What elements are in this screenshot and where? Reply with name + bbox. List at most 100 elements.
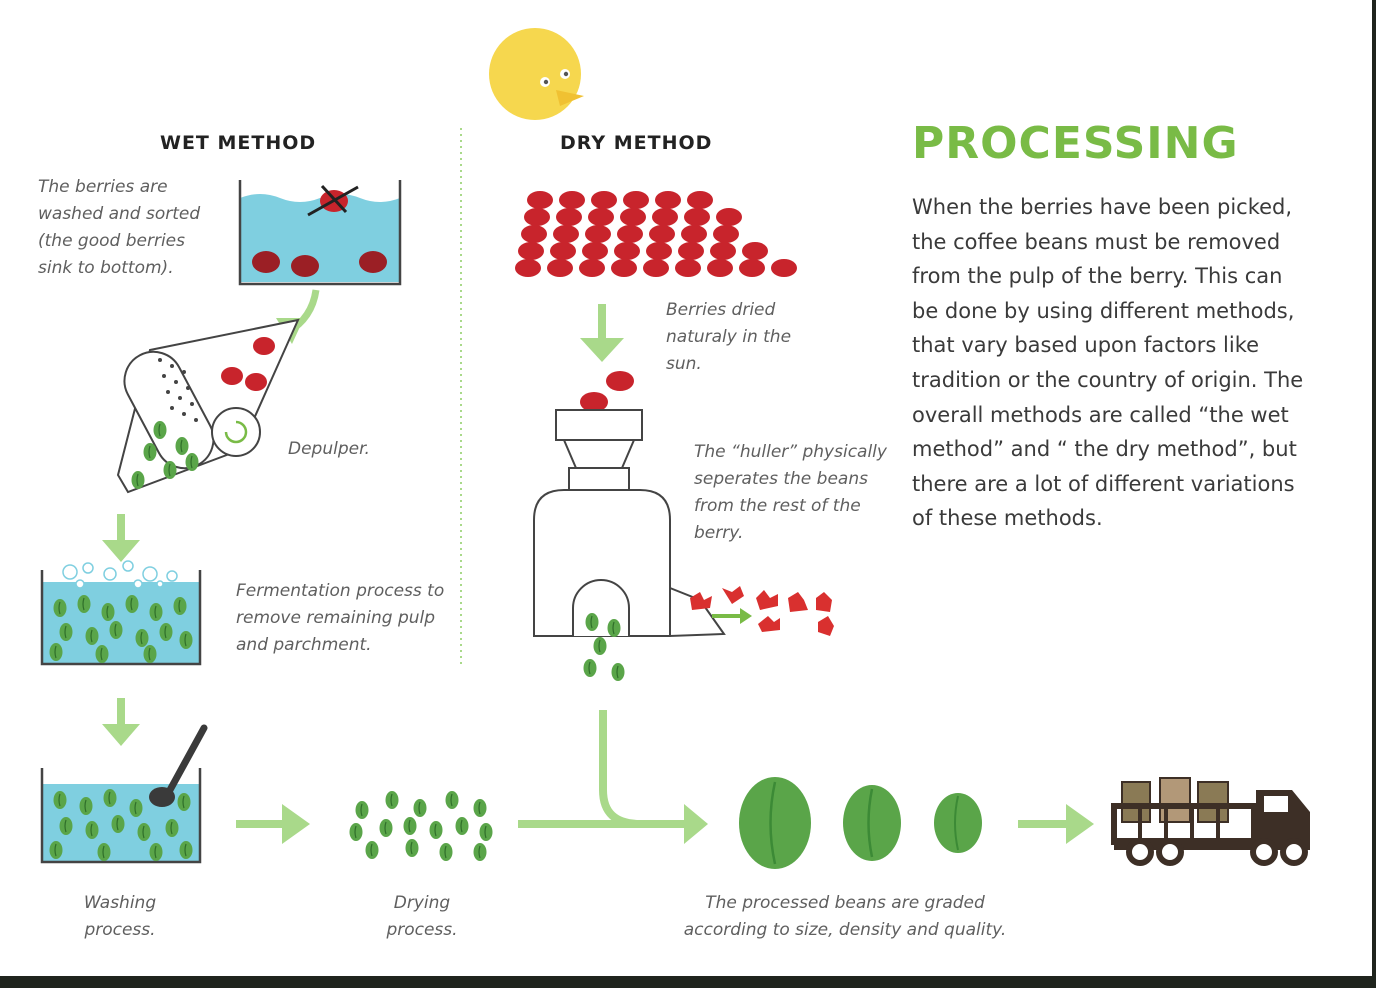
berry-icon <box>527 191 553 209</box>
arrow-icon <box>236 804 310 844</box>
arrow-icon <box>102 698 140 746</box>
huller-note-line: seperates the beans <box>694 469 868 489</box>
arrow-icon <box>518 710 708 844</box>
sun-icon <box>489 28 584 120</box>
berry-icon <box>585 225 611 243</box>
processing-description-line: there are a lot of different variations <box>912 471 1295 496</box>
fermentation-note-line: remove remaining pulp <box>236 608 436 628</box>
berry-icon <box>643 259 669 277</box>
fermentation-tank-icon <box>40 560 202 666</box>
depulper-note: Depulper. <box>288 436 370 463</box>
drying-note-line: process. <box>386 920 458 940</box>
berry-icon <box>742 242 768 260</box>
berry-icon <box>606 371 634 391</box>
processing-description-line: from the pulp of the berry. This can <box>912 264 1283 289</box>
berry-icon <box>713 225 739 243</box>
huller-note-line: berry. <box>694 523 744 543</box>
processing-description-line: that vary based upon factors like <box>912 333 1260 358</box>
berry-icon <box>524 208 550 226</box>
berry-icon <box>614 242 640 260</box>
processing-description-line: of these methods. <box>912 506 1103 531</box>
drying-note: Drying process. <box>362 890 482 944</box>
processing-description-line: be done by using different methods, <box>912 298 1295 323</box>
graded-note-line: The processed beans are graded <box>705 893 985 913</box>
depulper-icon <box>116 318 300 494</box>
berry-icon <box>739 259 765 277</box>
berry-icon <box>678 242 704 260</box>
berry-icon <box>582 242 608 260</box>
husk-icon <box>690 586 834 636</box>
berry-icon <box>716 208 742 226</box>
dry-method-heading: DRY METHOD <box>560 132 713 154</box>
arrow-icon <box>1018 804 1094 844</box>
sorting-tank-icon <box>238 180 402 286</box>
fermentation-note-line: Fermentation process to <box>236 581 445 601</box>
processing-description-line: overall methods are called “the wet <box>912 402 1289 427</box>
berry-icon <box>518 242 544 260</box>
berry-icon <box>649 225 675 243</box>
depulper-note-line: Depulper. <box>288 439 370 459</box>
berry-icon <box>687 191 713 209</box>
berry-icon <box>771 259 797 277</box>
dried-berries-note-line: Berries dried <box>666 300 776 320</box>
berry-icon <box>547 259 573 277</box>
processing-description-line: tradition or the country of origin. The <box>912 367 1304 392</box>
graded-beans-icon <box>739 777 982 869</box>
berry-icon <box>620 208 646 226</box>
drying-beans-icon <box>348 790 494 862</box>
fermentation-note-line: and parchment. <box>236 635 372 655</box>
arrow-icon <box>712 608 752 624</box>
berry-icon <box>707 259 733 277</box>
berry-icon <box>652 208 678 226</box>
processing-title: PROCESSING <box>912 118 1239 169</box>
washed-note-line: washed and sorted <box>38 204 201 224</box>
berry-icon <box>580 392 608 412</box>
berry-icon <box>675 259 701 277</box>
huller-icon <box>533 409 726 682</box>
berry-icon <box>646 242 672 260</box>
dried-berries-note-line: sun. <box>666 354 702 374</box>
berry-icon <box>591 191 617 209</box>
arrow-icon <box>580 304 624 362</box>
drying-berries-icon <box>515 191 797 277</box>
wet-method-heading: WET METHOD <box>160 132 317 154</box>
washed-note-line: (the good berries <box>38 231 185 251</box>
washing-note-line: process. <box>84 920 156 940</box>
berry-icon <box>588 208 614 226</box>
berry-icon <box>553 225 579 243</box>
processing-description-line: method” and “ the dry method”, but <box>912 437 1297 462</box>
berry-icon <box>550 242 576 260</box>
berry-icon <box>611 259 637 277</box>
berry-icon <box>684 208 710 226</box>
arrow-icon <box>102 514 140 562</box>
graded-note: The processed beans are graded according … <box>660 890 1030 944</box>
berry-icon <box>655 191 681 209</box>
fermentation-note: Fermentation process to remove remaining … <box>236 578 444 659</box>
berry-icon <box>559 191 585 209</box>
washed-note-line: sink to bottom). <box>38 258 174 278</box>
truck-icon <box>1111 777 1310 866</box>
washed-note: The berries are washed and sorted (the goo… <box>38 174 200 282</box>
berry-icon <box>521 225 547 243</box>
processing-description-line: When the berries have been picked, <box>912 195 1293 219</box>
graded-note-line: according to size, density and quality. <box>683 920 1007 940</box>
berry-icon <box>515 259 541 277</box>
washing-note-line: Washing <box>83 893 157 913</box>
washed-note-line: The berries are <box>38 177 168 197</box>
berry-icon <box>617 225 643 243</box>
spoon-icon <box>149 724 208 807</box>
berry-icon <box>556 208 582 226</box>
huller-note-line: from the rest of the <box>694 496 861 516</box>
berry-icon <box>710 242 736 260</box>
processing-description-line: the coffee beans must be removed <box>912 229 1281 254</box>
processing-description: When the berries have been picked, the co… <box>912 190 1332 536</box>
berry-icon <box>623 191 649 209</box>
dried-berries-note: Berries dried naturaly in the sun. <box>666 297 791 378</box>
dried-berries-note-line: naturaly in the <box>666 327 792 347</box>
berry-icon <box>579 259 605 277</box>
washing-note: Washing process. <box>60 890 180 944</box>
drying-note-line: Drying <box>393 893 451 913</box>
berry-icon <box>681 225 707 243</box>
